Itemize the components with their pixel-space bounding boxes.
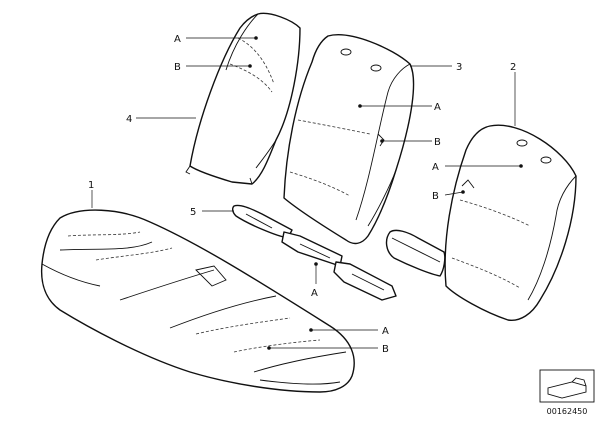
- callout-a-part-5: A: [311, 288, 318, 299]
- callout-part-2: 2: [510, 62, 516, 73]
- callout-b-part-2: B: [432, 191, 439, 202]
- callout-part-5: 5: [190, 207, 196, 218]
- callout-part-4: 4: [126, 114, 132, 125]
- reference-number: 00162450: [547, 407, 588, 416]
- part-4-backrest-cover-narrow[interactable]: [185, 12, 301, 185]
- part-1-seat-cushion-cover[interactable]: [40, 209, 355, 393]
- part-5-center-trim[interactable]: [231, 204, 397, 301]
- part-3-backrest-cover-middle[interactable]: [283, 34, 415, 245]
- part-2-backrest-cover-wide[interactable]: [385, 124, 577, 321]
- callout-a-part-3: A: [434, 102, 441, 113]
- callout-part-3: 3: [456, 62, 462, 73]
- callout-part-1: 1: [88, 180, 94, 191]
- callout-a-part-4: A: [174, 34, 181, 45]
- callout-b-part-3: B: [434, 137, 441, 148]
- reference-thumbnail: 00162450: [539, 369, 595, 416]
- leader-lines: [91, 37, 521, 349]
- callout-b-part-1: B: [382, 344, 389, 355]
- callout-a-part-2: A: [432, 162, 439, 173]
- callout-a-part-1: A: [382, 326, 389, 337]
- callout-b-part-4: B: [174, 62, 181, 73]
